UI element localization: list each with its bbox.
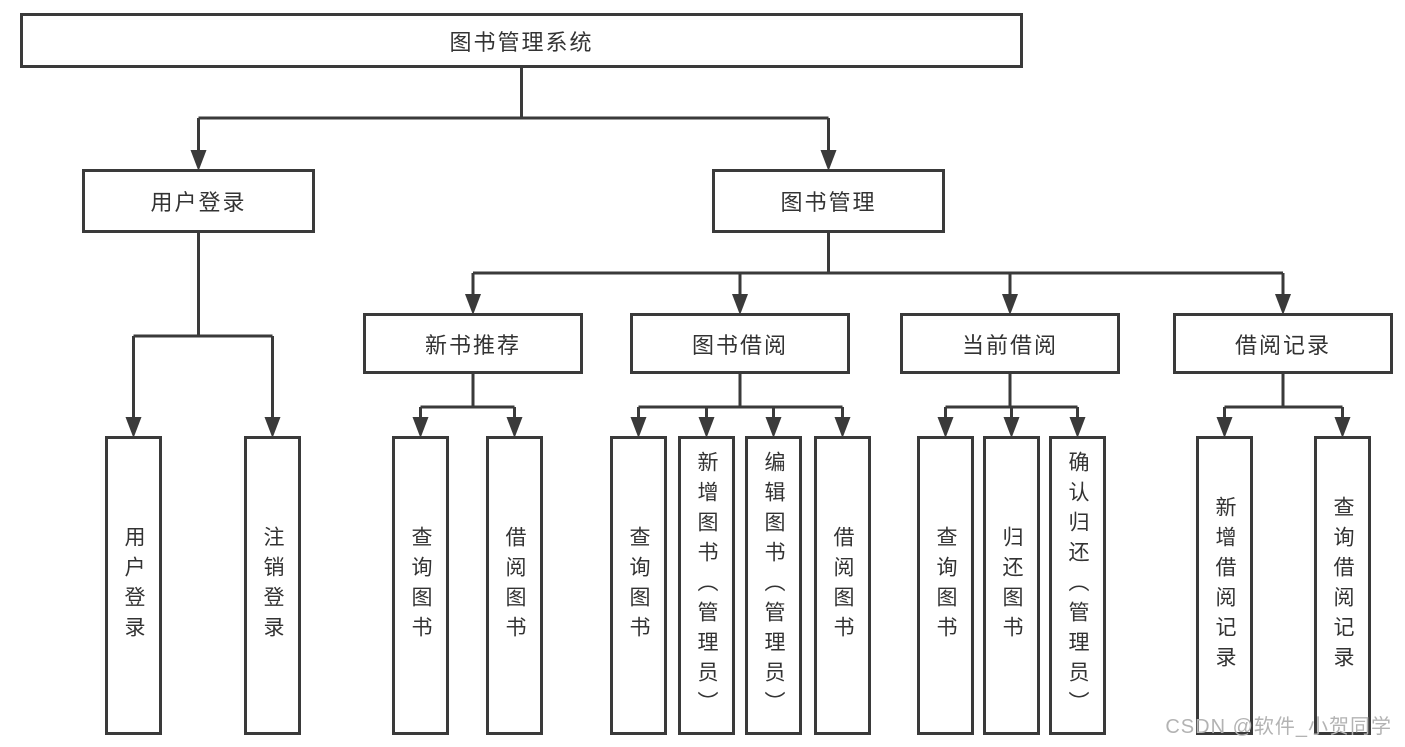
node-root-system: 图书管理系统 — [20, 13, 1023, 68]
node-book-borrow-label: 图书借阅 — [691, 332, 788, 358]
leaf-add-borrow-record: 新增借阅记录 — [1196, 436, 1253, 735]
node-new-book-recommend-label: 新书推荐 — [424, 332, 521, 358]
node-new-book-recommend: 新书推荐 — [363, 313, 583, 374]
node-user-login: 用户登录 — [82, 169, 315, 233]
arrowhead-icons — [125, 150, 1351, 438]
node-user-login-label: 用户登录 — [150, 190, 247, 215]
leaf-query-books-recommend: 查询图书 — [392, 436, 449, 735]
leaf-query-books-borrow-label: 查询图书 — [627, 525, 650, 646]
node-book-borrow: 图书借阅 — [630, 313, 850, 374]
leaf-add-borrow-record-label: 新增借阅记录 — [1213, 495, 1236, 676]
node-book-management-label: 图书管理 — [780, 190, 877, 215]
leaf-borrow-books: 借阅图书 — [814, 436, 871, 735]
leaf-edit-book-admin: 编辑图书（管理员） — [745, 436, 802, 735]
leaf-borrow-books-recommend: 借阅图书 — [486, 436, 543, 735]
leaf-query-books-current: 查询图书 — [917, 436, 974, 735]
node-book-management: 图书管理 — [712, 169, 945, 233]
node-current-borrow: 当前借阅 — [900, 313, 1120, 374]
leaf-borrow-books-recommend-label: 借阅图书 — [503, 525, 526, 646]
leaf-query-borrow-record-label: 查询借阅记录 — [1331, 495, 1354, 676]
leaf-confirm-return-admin: 确认归还（管理员） — [1049, 436, 1106, 735]
node-borrow-records-label: 借阅记录 — [1234, 332, 1331, 358]
node-root-system-label: 图书管理系统 — [449, 29, 594, 55]
leaf-logout-label: 注销登录 — [261, 525, 284, 646]
leaf-query-books-recommend-label: 查询图书 — [409, 525, 432, 646]
leaf-logout: 注销登录 — [244, 436, 301, 735]
csdn-watermark: CSDN @软件_小贺同学 — [1165, 716, 1392, 738]
leaf-return-book: 归还图书 — [983, 436, 1040, 735]
node-borrow-records: 借阅记录 — [1173, 313, 1393, 374]
leaf-user-login-label: 用户登录 — [122, 525, 145, 646]
leaf-query-books-current-label: 查询图书 — [934, 525, 957, 646]
node-current-borrow-label: 当前借阅 — [961, 332, 1058, 358]
leaf-add-book-admin: 新增图书（管理员） — [678, 436, 735, 735]
leaf-query-borrow-record: 查询借阅记录 — [1314, 436, 1371, 735]
leaf-borrow-books-label: 借阅图书 — [831, 525, 854, 646]
leaf-add-book-admin-label: 新增图书（管理员） — [695, 450, 718, 721]
leaf-confirm-return-admin-label: 确认归还（管理员） — [1066, 450, 1089, 721]
leaf-return-book-label: 归还图书 — [1000, 525, 1023, 646]
leaf-edit-book-admin-label: 编辑图书（管理员） — [762, 450, 785, 721]
leaf-user-login: 用户登录 — [105, 436, 162, 735]
leaf-query-books-borrow: 查询图书 — [610, 436, 667, 735]
